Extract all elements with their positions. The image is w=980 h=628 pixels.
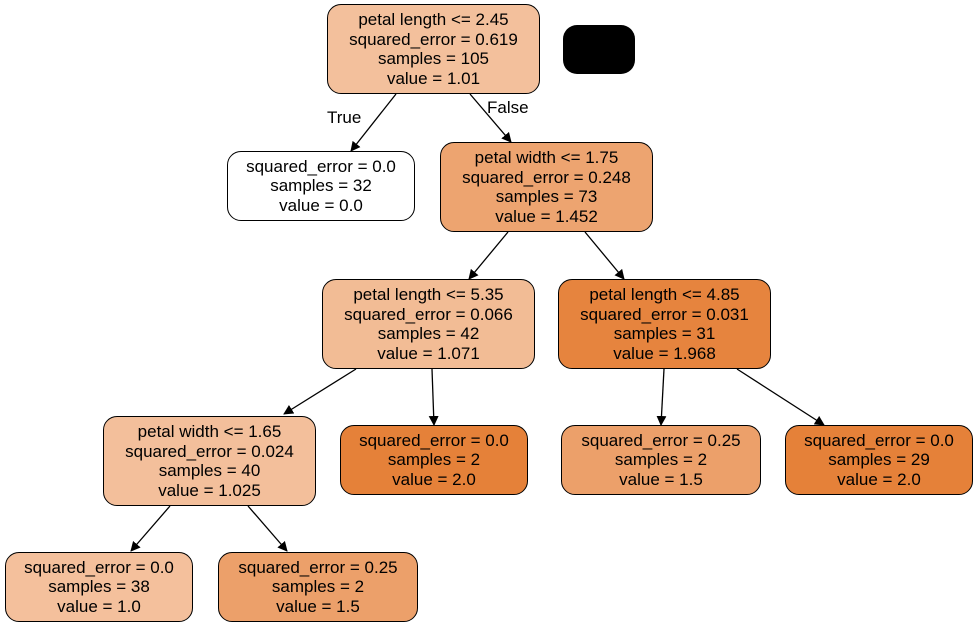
tree-node-split: petal length <= 5.35 squared_error = 0.0… xyxy=(322,279,535,369)
node-value: value = 2.0 xyxy=(392,469,476,489)
node-value: value = 0.0 xyxy=(279,195,363,215)
edge-n0-n1 xyxy=(350,93,397,152)
tree-node-split: petal width <= 1.65 squared_error = 0.02… xyxy=(103,416,316,506)
node-samples: samples = 73 xyxy=(495,187,598,206)
node-value: value = 1.5 xyxy=(276,596,360,616)
node-samples: samples = 42 xyxy=(377,324,480,343)
node-squared-error: squared_error = 0.25 xyxy=(581,430,741,450)
node-split-condition: petal width <= 1.65 xyxy=(137,422,282,441)
node-samples: samples = 2 xyxy=(387,450,481,470)
tree-node-split: petal length <= 4.85 squared_error = 0.0… xyxy=(558,279,771,369)
node-squared-error: squared_error = 0.0 xyxy=(359,430,509,450)
false-edge-label: False xyxy=(487,98,529,117)
edge-n0-n2 xyxy=(469,93,512,143)
node-value: value = 1.0 xyxy=(57,596,141,616)
tree-node-leaf: squared_error = 0.0 samples = 38 value =… xyxy=(5,552,193,622)
edge-n2-n3 xyxy=(468,231,509,280)
node-split-condition: petal width <= 1.75 xyxy=(474,148,619,167)
node-value: value = 1.025 xyxy=(158,480,261,500)
edge-n5-n10 xyxy=(247,505,288,552)
edge-n3-n6 xyxy=(428,368,439,426)
node-value: value = 1.071 xyxy=(377,343,480,363)
node-squared-error: squared_error = 0.0 xyxy=(246,156,396,176)
node-split-condition: petal length <= 4.85 xyxy=(589,285,740,304)
node-value: value = 1.5 xyxy=(619,469,703,489)
node-value: value = 1.968 xyxy=(613,343,716,363)
tree-node-leaf: squared_error = 0.0 samples = 32 value =… xyxy=(227,151,415,221)
node-squared-error: squared_error = 0.024 xyxy=(125,441,294,461)
edge-n4-n8 xyxy=(736,368,825,426)
node-samples: samples = 38 xyxy=(48,577,150,597)
tree-node-split: petal width <= 1.75 squared_error = 0.24… xyxy=(440,142,653,232)
node-squared-error: squared_error = 0.248 xyxy=(462,167,631,187)
node-value: value = 2.0 xyxy=(837,469,921,489)
node-squared-error: squared_error = 0.0 xyxy=(24,557,174,577)
node-squared-error: squared_error = 0.25 xyxy=(238,557,398,577)
edge-n5-n9 xyxy=(130,505,171,552)
true-edge-label: True xyxy=(327,108,362,127)
node-split-condition: petal length <= 2.45 xyxy=(358,10,509,29)
tree-node-leaf: squared_error = 0.0 samples = 29 value =… xyxy=(785,425,973,495)
node-squared-error: squared_error = 0.619 xyxy=(349,29,518,49)
node-squared-error: squared_error = 0.031 xyxy=(580,304,749,324)
node-squared-error: squared_error = 0.0 xyxy=(804,430,954,450)
node-samples: samples = 31 xyxy=(613,324,716,343)
tree-node-leaf: squared_error = 0.25 samples = 2 value =… xyxy=(218,552,418,622)
node-samples: samples = 105 xyxy=(377,49,490,68)
tree-node-root: petal length <= 2.45 squared_error = 0.6… xyxy=(327,4,540,94)
tree-node-leaf: squared_error = 0.25 samples = 2 value =… xyxy=(561,425,761,495)
node-samples: samples = 40 xyxy=(158,461,261,480)
node-samples: samples = 2 xyxy=(271,577,365,597)
node-value: value = 1.452 xyxy=(495,206,598,226)
redacted-block xyxy=(563,25,635,74)
node-samples: samples = 32 xyxy=(270,176,372,196)
node-split-condition: petal length <= 5.35 xyxy=(353,285,504,304)
edge-n4-n7 xyxy=(656,368,667,426)
edge-n2-n4 xyxy=(584,231,625,280)
node-squared-error: squared_error = 0.066 xyxy=(344,304,513,324)
node-samples: samples = 29 xyxy=(828,450,930,470)
node-value: value = 1.01 xyxy=(386,68,481,88)
tree-node-leaf: squared_error = 0.0 samples = 2 value = … xyxy=(340,425,528,495)
node-samples: samples = 2 xyxy=(614,450,708,470)
edge-n3-n5 xyxy=(283,368,357,415)
